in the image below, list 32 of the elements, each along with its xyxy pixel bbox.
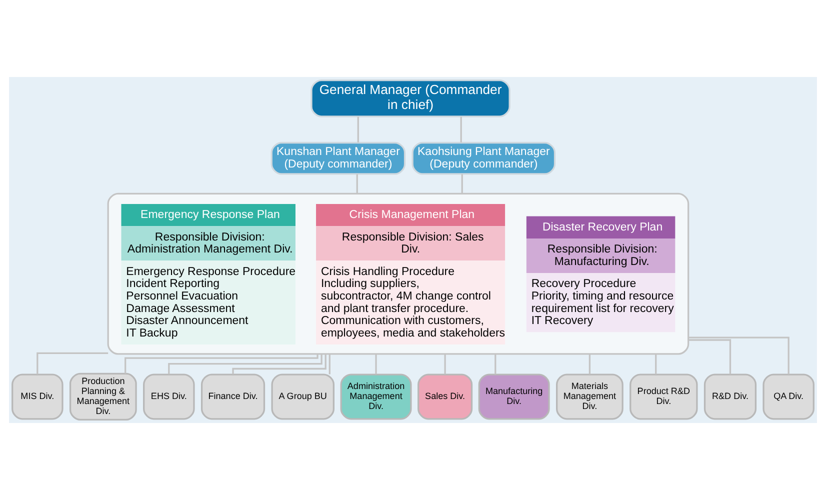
node-box: General Manager (Commander in chief): [310, 78, 510, 117]
connector: [357, 116, 359, 142]
node-box: Production Planning & Management Div.: [69, 372, 137, 420]
connector: [444, 353, 446, 374]
connector: [588, 353, 591, 374]
connector: [356, 174, 358, 194]
connector: [36, 352, 108, 374]
connector: [232, 353, 326, 374]
connector: [494, 353, 496, 374]
node-box: MIS Div.: [12, 373, 64, 420]
connector: [655, 353, 657, 374]
node-box: Administration Management Div.: [340, 373, 412, 420]
connector: [688, 338, 732, 374]
node-box: Materials Management Div.: [556, 373, 624, 420]
connector: [375, 353, 377, 374]
connector: [328, 353, 330, 374]
connector: [688, 336, 790, 374]
cluster: [107, 192, 690, 354]
node-box: Kunshan Plant Manager (Deputy commander): [270, 141, 406, 174]
node-box: Finance Div.: [200, 373, 266, 420]
node-box: Sales Div.: [418, 373, 473, 420]
node-box: R&D Div.: [704, 373, 757, 420]
connector: [460, 116, 462, 142]
node-box: EHS Div.: [143, 373, 195, 420]
node-box: A Group BU: [271, 373, 335, 420]
connector: [168, 353, 322, 374]
node-box: Manufacturing Div.: [478, 373, 550, 420]
connector: [124, 353, 318, 374]
node-box: QA Div.: [762, 373, 814, 420]
node-box: Kaohsiung Plant Manager (Deputy commander): [412, 141, 556, 174]
connector: [461, 174, 463, 194]
node-box: Product R&D Div.: [630, 373, 698, 420]
